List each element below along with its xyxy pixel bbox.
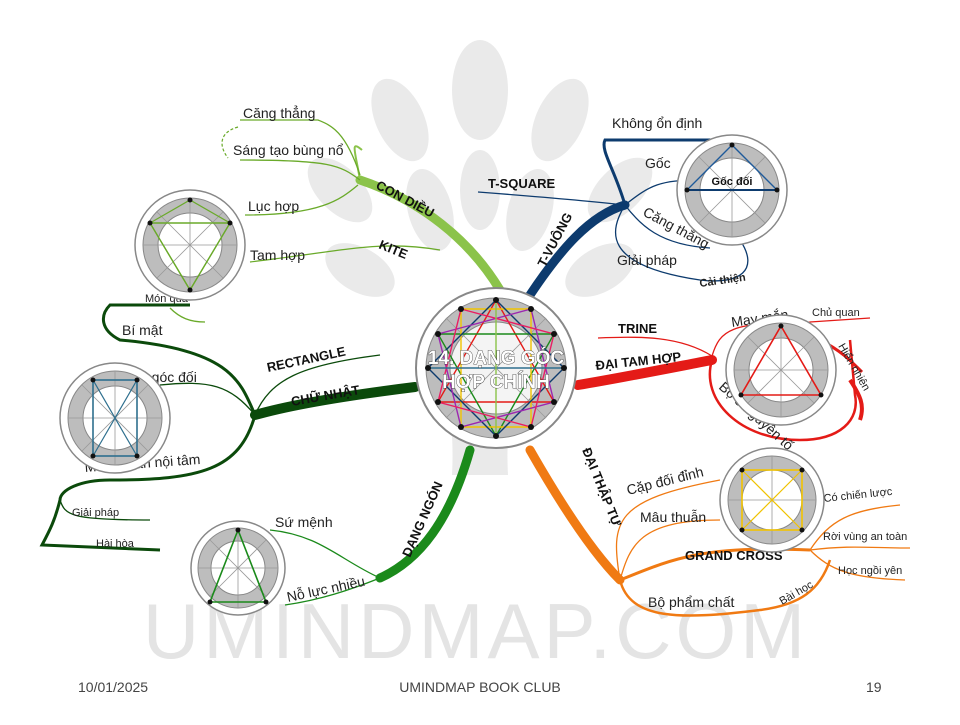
footer-page-number: 19 — [866, 679, 882, 695]
branch-label-cross-en: GRAND CROSS — [685, 548, 783, 563]
tsquare-item-5: Cải thiện — [699, 272, 747, 290]
rect-item-4: Giải pháp — [72, 507, 119, 519]
tsquare-wheel-label: Gốc đối — [712, 176, 753, 188]
footer-title: UMINDMAP BOOK CLUB — [399, 679, 561, 695]
tsquare-aspect-wheel-icon: Gốc đối — [676, 134, 788, 246]
cross-item-5: Học ngồi yên — [838, 565, 902, 577]
kite-item-1: Căng thẳng — [243, 104, 315, 121]
branch-label-trine-en: TRINE — [618, 321, 657, 336]
cross-item-4: Rời vùng an toàn — [823, 531, 907, 543]
branch-label-tsquare-en: T-SQUARE — [488, 176, 556, 191]
rect-item-5: Hài hòa — [96, 538, 135, 550]
kite-item-4: Tam hợp — [250, 247, 305, 263]
finger-aspect-wheel-icon — [190, 520, 286, 616]
tsquare-item-2: Gốc — [645, 155, 671, 171]
branch-finger: DẠNG NGÓN Sứ mệnh Nỗ lực nhiều — [190, 445, 475, 616]
cross-item-6: Bộ phẩm chất — [648, 594, 734, 610]
center-title-line1: 14. DẠNG GÓC — [428, 347, 564, 369]
tsquare-item-4: Giải pháp — [617, 252, 677, 268]
kite-aspect-wheel-icon — [134, 189, 246, 301]
trine-aspect-wheel-icon — [725, 314, 837, 426]
branch-rect: RECTANGLE CHỮ NHẬT Bí mật 2 góc đối Mâu … — [39, 303, 420, 552]
tsquare-item-1: Không ổn định — [612, 115, 702, 131]
cross-aspect-wheel-icon — [719, 447, 825, 553]
cross-item-3: Có chiến lược — [823, 486, 893, 505]
finger-item-1: Sứ mệnh — [275, 514, 333, 530]
branch-label-cross: ĐẠI THẬP TỰ — [579, 446, 624, 529]
rect-aspect-wheel-icon — [59, 362, 171, 474]
kite-item-3: Lục hợp — [248, 198, 299, 214]
rect-item-1: Bí mật — [122, 322, 163, 338]
cross-item-2: Mâu thuẫn — [640, 509, 706, 525]
trine-item-2: Chủ quan — [812, 307, 860, 319]
branch-label-kite-en: KITE — [377, 237, 410, 262]
branch-trine: TRINE ĐẠI TAM HỢP May mắn Chủ quan Hiển … — [573, 306, 872, 453]
kite-item-2: Sáng tạo bùng nổ — [233, 142, 344, 158]
center-node: 14. DẠNG GÓC HỢP CHÍNH — [415, 287, 577, 449]
center-title-line2: HỢP CHÍNH — [442, 371, 550, 393]
cross-item-1: Cặp đối đỉnh — [625, 463, 705, 498]
footer-date: 10/01/2025 — [78, 679, 149, 695]
